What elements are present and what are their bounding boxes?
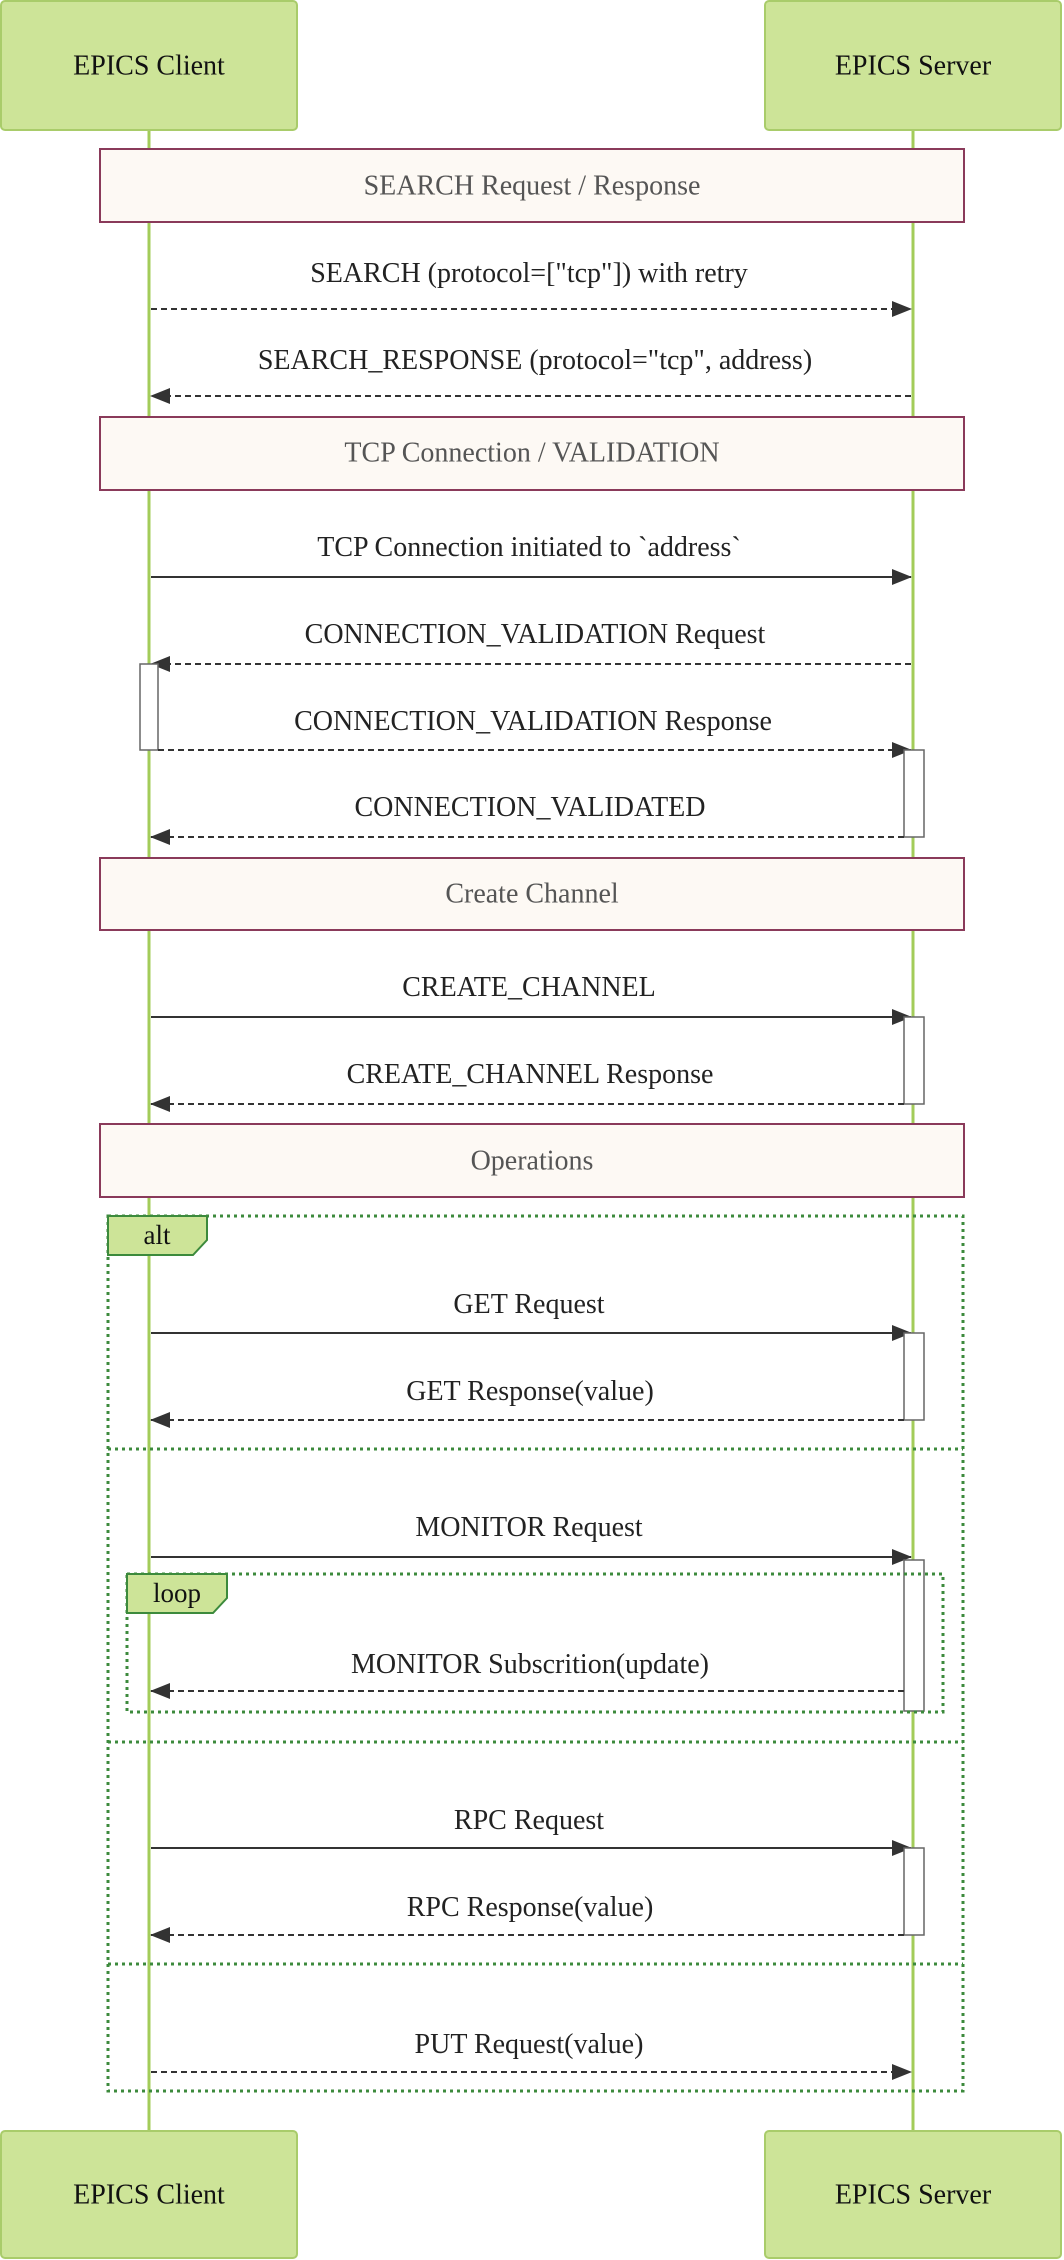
message-validated-label: CONNECTION_VALIDATED [354,792,705,823]
message-validation-response-label: CONNECTION_VALIDATION Response [294,706,772,737]
loop-frame-label: loop [153,1578,201,1608]
alt-frame: alt [106,1214,965,2093]
server-actor-bottom-label: EPICS Server [835,2179,992,2210]
client-activation-validation [139,663,159,751]
note-search: SEARCH Request / Response [99,148,965,223]
client-actor-label: EPICS Client [73,50,225,81]
note-create-channel: Create Channel [99,857,965,931]
note-search-label: SEARCH Request / Response [364,170,701,201]
note-tcp-label: TCP Connection / VALIDATION [344,437,719,468]
client-actor-bottom: EPICS Client [0,2130,298,2259]
server-activation-get [903,1332,925,1421]
note-operations-label: Operations [471,1145,594,1176]
note-operations: Operations [99,1123,965,1198]
message-put-request-label: PUT Request(value) [415,2029,644,2060]
server-activation-monitor [903,1559,925,1712]
server-actor-label: EPICS Server [835,50,992,81]
message-get-request-label: GET Request [453,1289,604,1320]
message-monitor-request-label: MONITOR Request [415,1512,643,1543]
message-monitor-update-label: MONITOR Subscrition(update) [351,1649,709,1680]
message-create-channel-label: CREATE_CHANNEL [402,972,656,1003]
server-activation-rpc [903,1847,925,1936]
message-search-label: SEARCH (protocol=["tcp"]) with retry [310,258,748,289]
message-rpc-response-label: RPC Response(value) [407,1892,654,1923]
server-activation-validation [903,749,925,838]
server-actor-bottom: EPICS Server [764,2130,1062,2259]
loop-frame: loop [125,1572,945,1714]
client-actor-bottom-label: EPICS Client [73,2179,225,2210]
server-activation-create-channel [903,1016,925,1105]
alt-frame-label: alt [144,1220,171,1250]
message-validation-request-label: CONNECTION_VALIDATION Request [305,619,766,650]
message-search-response-label: SEARCH_RESPONSE (protocol="tcp", address… [258,345,812,376]
server-actor-top: EPICS Server [764,0,1062,131]
message-create-channel-response-label: CREATE_CHANNEL Response [347,1059,714,1090]
message-tcp-connect-label: TCP Connection initiated to `address` [317,532,741,563]
message-get-response-label: GET Response(value) [406,1376,654,1407]
message-rpc-request-label: RPC Request [454,1805,604,1836]
note-tcp: TCP Connection / VALIDATION [99,416,965,491]
note-create-channel-label: Create Channel [445,878,619,909]
client-actor-top: EPICS Client [0,0,298,131]
